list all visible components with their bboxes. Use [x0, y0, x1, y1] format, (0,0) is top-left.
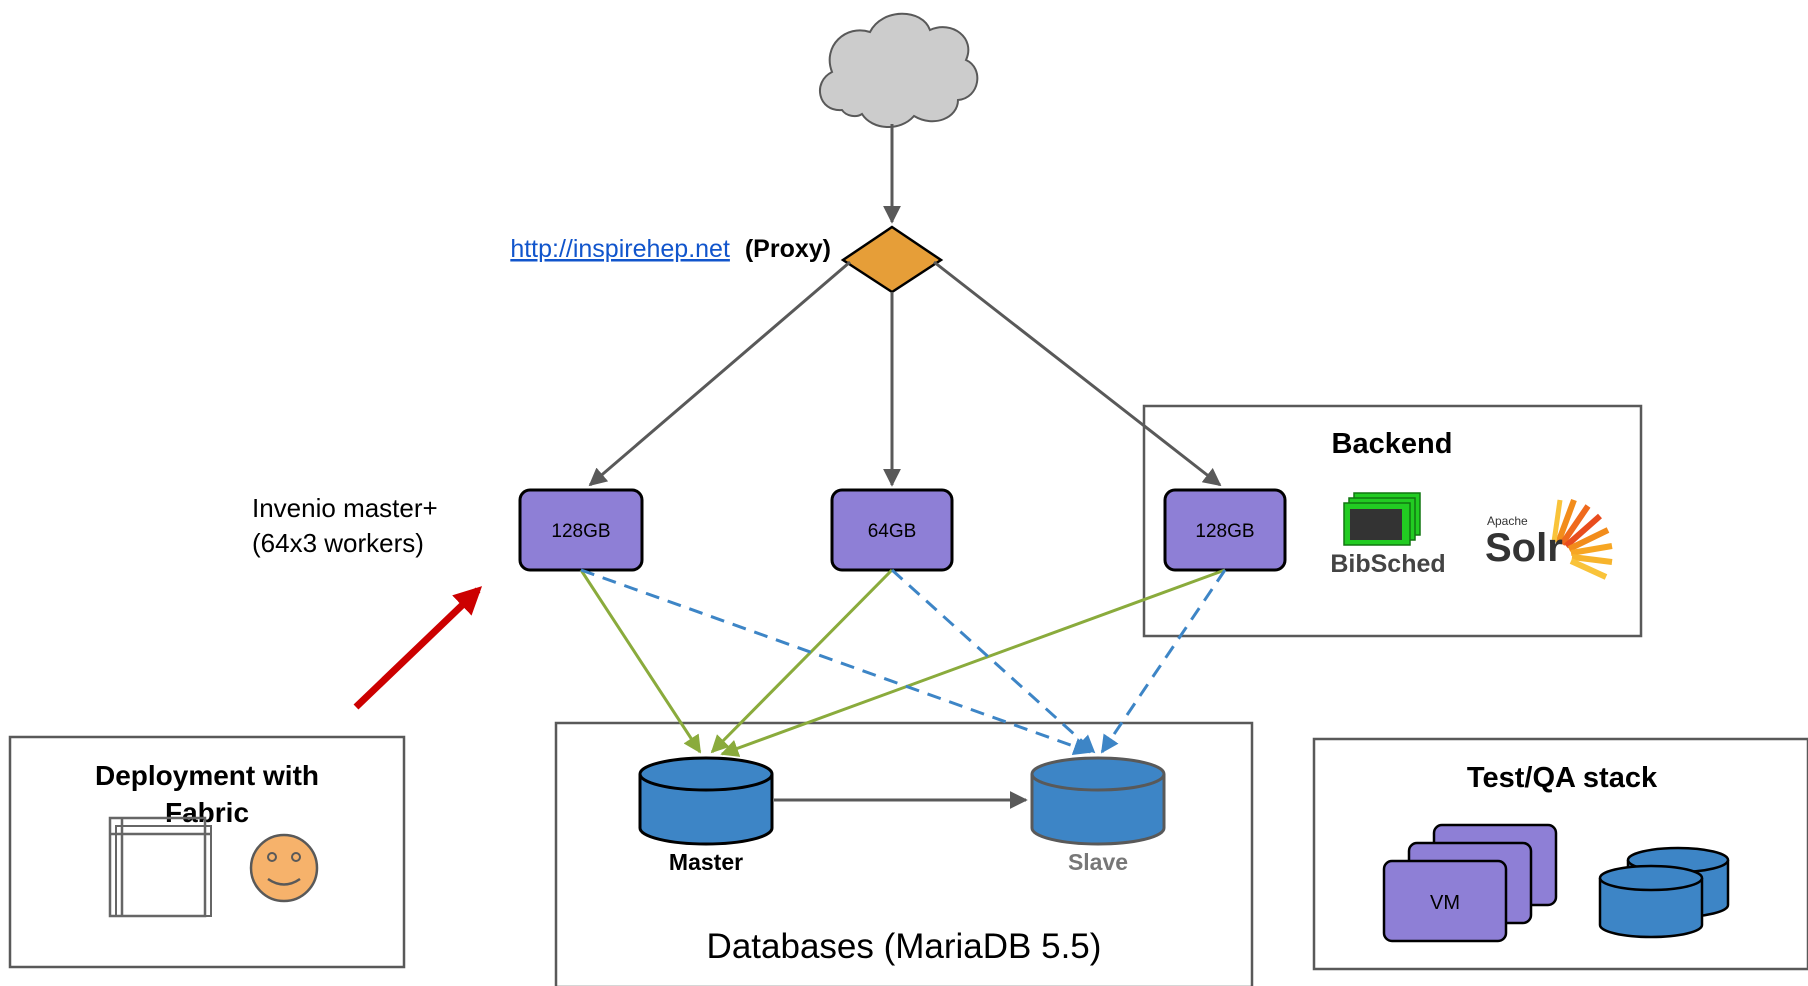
master-db-cylinder	[638, 756, 774, 846]
databases-title: Databases (MariaDB 5.5)	[707, 927, 1102, 966]
deployment-arrow	[353, 586, 483, 710]
vm-stack-icon	[1382, 823, 1558, 943]
slave-db-label: Slave	[1068, 849, 1128, 875]
proxy-to-node1-arrow	[588, 260, 851, 487]
node2-to-slave-line	[890, 568, 1096, 754]
proxy-role-label: (Proxy)	[745, 235, 831, 263]
workers-label-line2: (64x3 workers)	[252, 528, 424, 558]
node2-to-master-line	[710, 568, 894, 754]
worker-node-3-label: 128GB	[1195, 521, 1254, 542]
test-db-icon	[1598, 846, 1730, 939]
worker-node-1: 128GB	[518, 488, 644, 572]
testqa-box	[1312, 737, 1808, 971]
solr-sunburst-icon	[1551, 498, 1613, 580]
testqa-title: Test/QA stack	[1467, 762, 1658, 794]
slave-db-cylinder	[1030, 756, 1166, 846]
worker-node-1-label: 128GB	[551, 521, 610, 542]
proxy-to-node3-arrow	[933, 260, 1222, 487]
master-db-label: Master	[669, 849, 743, 875]
proxy-url-link[interactable]: http://inspirehep.net	[510, 235, 730, 263]
databases-box	[554, 721, 1254, 986]
bibsched-label: BibSched	[1330, 550, 1445, 578]
backend-box	[1142, 404, 1643, 638]
solr-label: Solr	[1485, 526, 1563, 570]
window-icon	[108, 816, 212, 918]
solr-logo: Apache Solr	[1485, 498, 1613, 580]
deployment-box	[8, 735, 406, 969]
deployment-title-line1: Deployment with	[95, 760, 319, 791]
worker-node-2-label: 64GB	[868, 521, 917, 542]
cloud-icon	[819, 12, 979, 129]
proxy-label: http://inspirehep.net (Proxy)	[510, 235, 831, 263]
worker-node-3: 128GB	[1163, 488, 1287, 572]
node3-to-master-line	[720, 568, 1226, 757]
workers-label-line1: Invenio master+	[252, 493, 438, 523]
proxy-diamond	[840, 225, 944, 294]
bibsched-icon	[1343, 492, 1421, 546]
smiley-icon	[249, 833, 319, 903]
worker-node-2: 64GB	[830, 488, 954, 572]
node1-to-slave-line	[580, 568, 1092, 756]
vm-label: VM	[1430, 892, 1460, 914]
deployment-title-line2: Fabric	[165, 797, 249, 828]
backend-title: Backend	[1332, 428, 1453, 460]
solr-apache-label: Apache	[1487, 514, 1528, 528]
node3-to-slave-line	[1100, 569, 1227, 754]
node1-to-master-line	[579, 569, 702, 754]
